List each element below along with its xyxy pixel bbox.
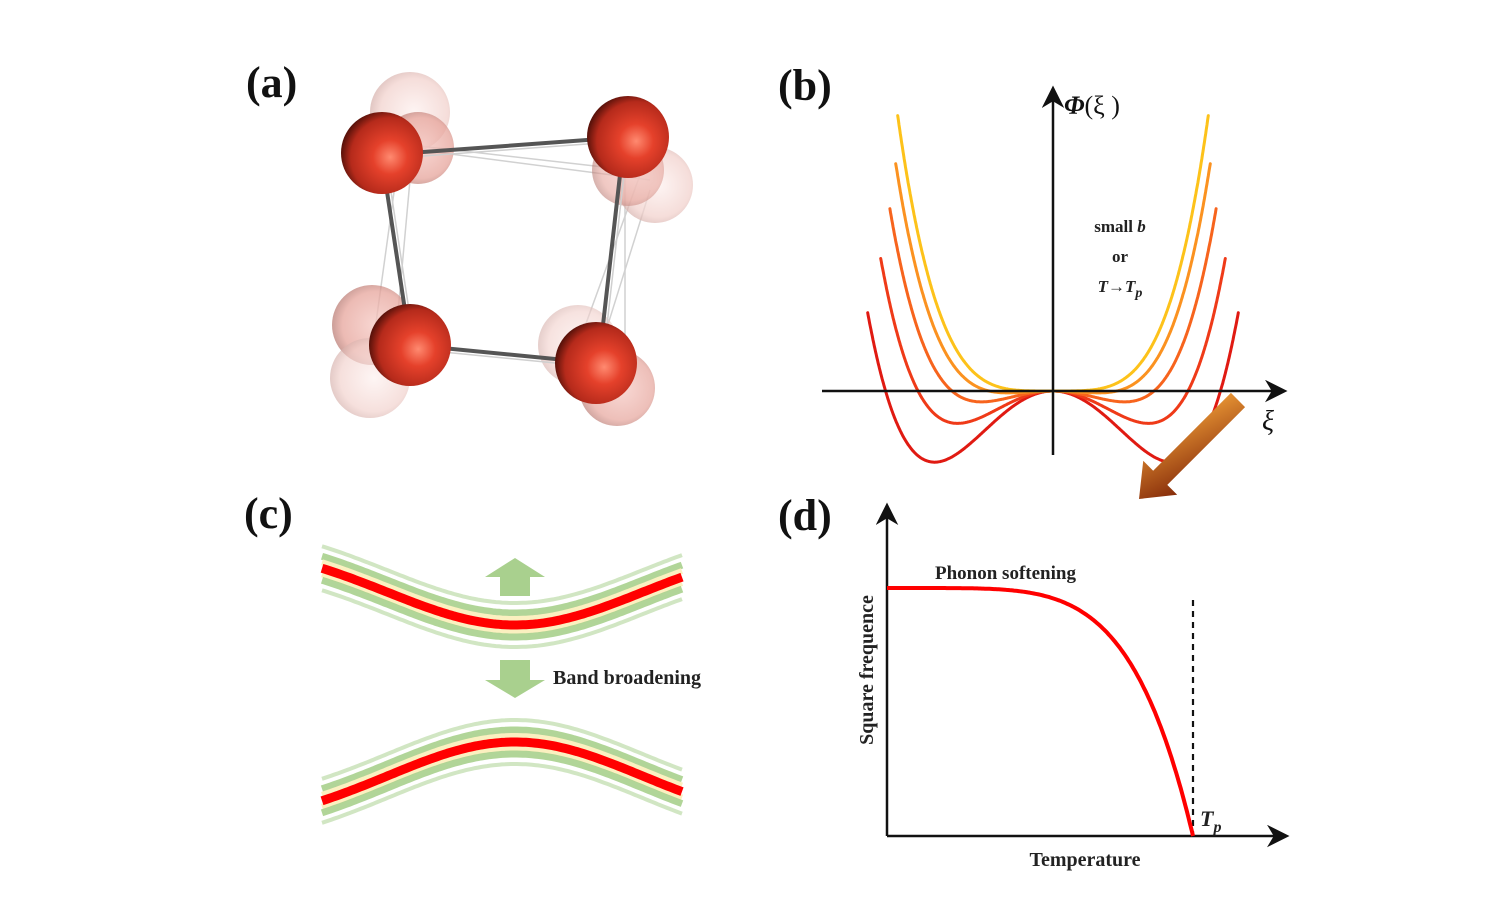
atom xyxy=(369,304,451,386)
panel-c-label: (c) xyxy=(244,489,293,538)
panel-b-label: (b) xyxy=(778,61,832,110)
panel-d-label: (d) xyxy=(778,491,832,540)
d-y-axis-label: Square frequence xyxy=(856,595,878,745)
upper-band-inner-line xyxy=(320,576,684,641)
atom xyxy=(555,322,637,404)
panel-b: (b) Φ(ξ ) ξ small b or T→Tp xyxy=(778,61,1288,499)
upper-band-outer-line xyxy=(321,588,683,649)
lower-band-outer-line xyxy=(321,762,683,825)
panel-a: (a) xyxy=(246,58,693,426)
lower-band-center-line xyxy=(320,737,684,806)
upper-band-halo-line xyxy=(321,559,684,622)
atom xyxy=(587,96,669,178)
tp-label: Tp xyxy=(1200,806,1221,836)
panel-c: (c) Band broadening xyxy=(244,489,701,825)
upper-band-outer-line xyxy=(321,544,683,605)
b-annotation-line2: or xyxy=(1112,247,1129,266)
d-annotation: Phonon softening xyxy=(935,563,1076,584)
arrow-down-icon xyxy=(485,660,545,698)
arrow-up-icon xyxy=(485,558,545,596)
b-annotation-line1: small b xyxy=(1094,217,1145,236)
b-annotation-line3: T→Tp xyxy=(1098,277,1143,301)
upper-band-inner-line xyxy=(320,552,684,617)
lower-band-halo-line xyxy=(321,733,684,798)
energy-bands xyxy=(320,544,684,825)
square-frequency-curve xyxy=(887,586,1195,837)
b-x-axis-label: ξ xyxy=(1262,406,1274,437)
c-annotation: Band broadening xyxy=(553,667,701,689)
panel-a-label: (a) xyxy=(246,58,297,107)
upper-band-halo-line xyxy=(321,571,684,634)
b-trend-arrow xyxy=(1139,392,1246,499)
atom xyxy=(341,112,423,194)
panel-d: (d) Phonon softening Temperature Square … xyxy=(778,491,1290,871)
lower-band-outer-line xyxy=(321,718,683,781)
lower-band-inner-line xyxy=(320,726,684,793)
upper-band-center-line xyxy=(320,563,684,630)
d-x-axis-label: Temperature xyxy=(1029,849,1140,871)
lower-band-halo-line xyxy=(321,745,684,810)
b-y-axis-label: Φ(ξ ) xyxy=(1064,91,1120,120)
lower-band-inner-line xyxy=(320,750,684,817)
